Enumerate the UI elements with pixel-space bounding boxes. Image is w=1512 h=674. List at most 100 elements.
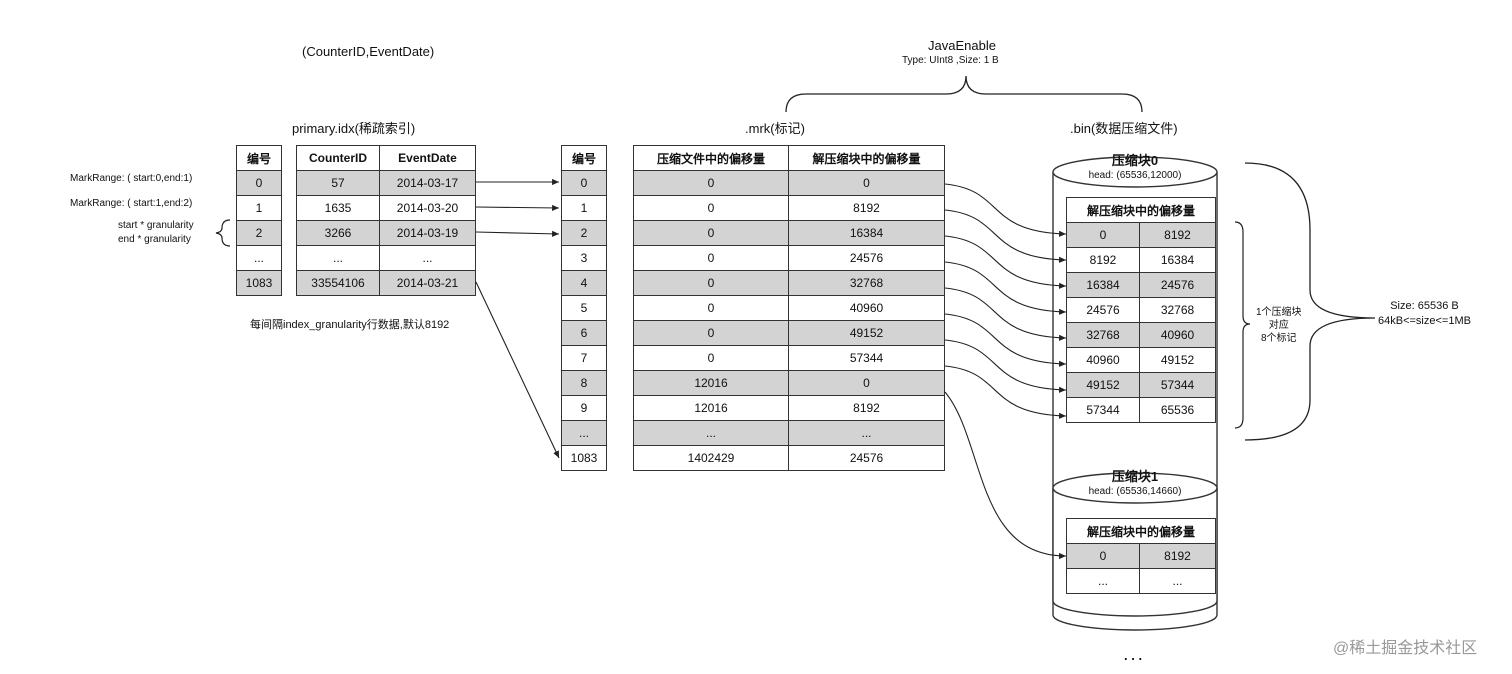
table-cell: 1 — [561, 195, 607, 221]
table-cell: 0 — [1066, 222, 1140, 248]
note-line: 对应 — [1268, 320, 1289, 331]
bin-label: .bin(数据压缩文件) — [1070, 121, 1178, 136]
mrk-row-6-arrow — [944, 339, 1067, 393]
primary-idx-label: primary.idx(稀疏索引) — [292, 121, 416, 136]
table-cell: 57344 — [1139, 372, 1216, 398]
table-cell: 1 — [236, 195, 282, 221]
table-cell: ... — [379, 245, 476, 271]
eight-marks-brace — [1234, 221, 1251, 429]
table-cell: 57 — [296, 170, 380, 196]
start-granularity-label: start * granularity — [118, 220, 194, 231]
header-cell: EventDate — [379, 145, 476, 171]
table-cell: 32768 — [788, 270, 945, 296]
table-cell: 2014-03-20 — [379, 195, 476, 221]
mrk-number-table: 编号 0 1 2 3 4 5 6 7 8 9 ... 1083 — [561, 145, 607, 471]
table-cell: 40960 — [1139, 322, 1216, 348]
table-cell: 4 — [561, 270, 607, 296]
table-cell: 3266 — [296, 220, 380, 246]
primary-number-table: 编号 0 1 2 ... 1083 — [236, 145, 282, 296]
table-cell: 0 — [633, 270, 789, 296]
primary-key-label: (CounterID,EventDate) — [302, 44, 435, 59]
primary-mark-1-arrow — [475, 204, 560, 211]
block-0-title: 压缩块0 — [1111, 153, 1159, 168]
table-cell: 0 — [236, 170, 282, 196]
note-line: 8个标记 — [1261, 333, 1297, 344]
block-0-head: head: (65536,12000) — [1088, 170, 1182, 181]
primary-mark-1083-arrow — [475, 281, 560, 459]
table-cell: 2014-03-17 — [379, 170, 476, 196]
block-mark-note: 1个压缩块 对应 8个标记 — [1256, 306, 1302, 345]
table-cell: 2 — [236, 220, 282, 246]
table-cell: 0 — [633, 320, 789, 346]
more-blocks-ellipsis: . . . — [1124, 648, 1143, 663]
compressed-block-1: 压缩块1 head: (65536,14660) — [1053, 466, 1217, 516]
table-cell: 49152 — [1066, 372, 1140, 398]
table-cell: 16384 — [1139, 247, 1216, 273]
table-cell: 57344 — [788, 345, 945, 371]
table-cell: 0 — [633, 295, 789, 321]
header-cell: 编号 — [561, 145, 607, 171]
granularity-brace — [215, 219, 231, 247]
table-cell: 9 — [561, 395, 607, 421]
mrk-row-4-arrow — [944, 287, 1067, 341]
table-cell: 65536 — [1139, 397, 1216, 423]
table-cell: 3 — [561, 245, 607, 271]
table-cell: 7 — [561, 345, 607, 371]
table-cell: 16384 — [1066, 272, 1140, 298]
table-cell: 57344 — [1066, 397, 1140, 423]
table-cell: 5 — [561, 295, 607, 321]
mrk-row-1-arrow — [944, 209, 1067, 263]
table-cell: 8192 — [1139, 543, 1216, 569]
table-cell: 2 — [561, 220, 607, 246]
header-cell: 解压缩块中的偏移量 — [1066, 518, 1216, 544]
block-1-title: 压缩块1 — [1111, 469, 1159, 484]
table-cell: 12016 — [633, 370, 789, 396]
table-cell: 12016 — [633, 395, 789, 421]
note-line: 64kB<=size<=1MB — [1378, 315, 1471, 327]
table-cell: 24576 — [1066, 297, 1140, 323]
javaenable-type-label: Type: UInt8 ,Size: 1 B — [902, 55, 999, 66]
end-granularity-label: end * granularity — [118, 234, 191, 245]
table-cell: 1635 — [296, 195, 380, 221]
mrk-row-0-arrow — [944, 183, 1067, 237]
table-cell: 0 — [633, 170, 789, 196]
mrk-row-7-arrow — [944, 365, 1067, 419]
header-cell: 编号 — [236, 145, 282, 171]
mrk-label: .mrk(标记) — [745, 121, 805, 136]
table-cell: 1083 — [236, 270, 282, 296]
table-cell: 49152 — [1139, 347, 1216, 373]
table-cell: 49152 — [788, 320, 945, 346]
mrk-row-3-arrow — [944, 261, 1067, 315]
block-size-brace — [1244, 162, 1376, 441]
table-cell: 8192 — [788, 195, 945, 221]
granularity-note: 每间隔index_granularity行数据,默认8192 — [250, 319, 450, 331]
table-cell: 8192 — [788, 395, 945, 421]
table-cell: 8192 — [1139, 222, 1216, 248]
table-cell: ... — [788, 420, 945, 446]
javaenable-brace — [785, 75, 1143, 113]
table-cell: ... — [236, 245, 282, 271]
table-cell: 1083 — [561, 445, 607, 471]
table-cell: 32768 — [1139, 297, 1216, 323]
table-cell: 40960 — [788, 295, 945, 321]
markrange-0-label: MarkRange: ( start:0,end:1) — [70, 173, 193, 184]
table-cell: 0 — [561, 170, 607, 196]
table-cell: 8 — [561, 370, 607, 396]
table-cell: ... — [1139, 568, 1216, 594]
table-cell: 0 — [633, 245, 789, 271]
table-cell: 33554106 — [296, 270, 380, 296]
note-line: Size: 65536 B — [1390, 300, 1459, 312]
table-cell: 0 — [788, 170, 945, 196]
table-cell: ... — [561, 420, 607, 446]
table-cell: ... — [296, 245, 380, 271]
table-cell: ... — [633, 420, 789, 446]
header-cell: 解压缩块中的偏移量 — [788, 145, 945, 171]
mrk-row-2-arrow — [944, 235, 1067, 289]
table-cell: 24576 — [1139, 272, 1216, 298]
table-cell: 16384 — [788, 220, 945, 246]
table-cell: 0 — [788, 370, 945, 396]
block-size-note: Size: 65536 B 64kB<=size<=1MB — [1378, 299, 1471, 329]
